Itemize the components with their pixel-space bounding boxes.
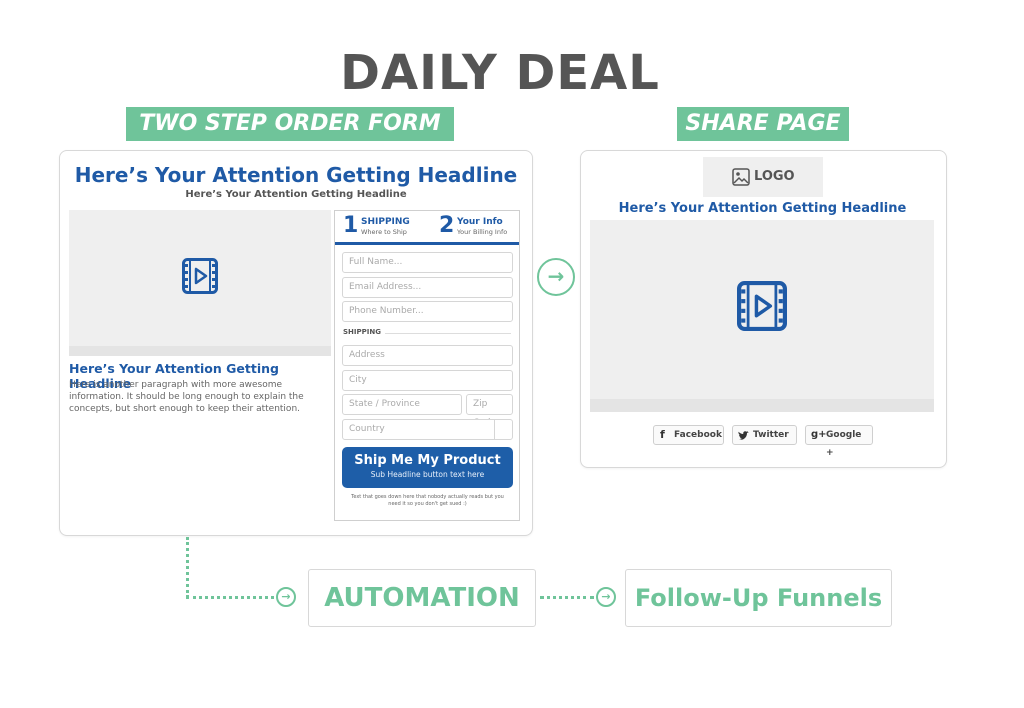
share-video-play-icon[interactable] xyxy=(737,281,787,335)
arrow-right-icon: → xyxy=(596,587,616,607)
shipping-divider xyxy=(385,333,511,334)
phone-field[interactable]: Phone Number... xyxy=(342,301,513,322)
image-icon xyxy=(732,168,750,190)
share-video-placeholder[interactable] xyxy=(590,220,934,399)
video-placeholder[interactable] xyxy=(69,210,331,346)
logo-placeholder xyxy=(703,157,823,197)
email-field[interactable]: Email Address... xyxy=(342,277,513,298)
share-page-label: SHARE PAGE xyxy=(677,107,849,141)
connector-to-automation xyxy=(186,596,274,599)
step1-title[interactable]: SHIPPING xyxy=(361,217,410,227)
video-controls-bar[interactable] xyxy=(69,346,331,356)
google-plus-label: Google + xyxy=(826,430,862,458)
step2-title[interactable]: Your Info xyxy=(457,217,503,227)
shipping-section-label: SHIPPING xyxy=(343,328,381,336)
full-name-field[interactable]: Full Name... xyxy=(342,252,513,273)
twitter-label: Twitter xyxy=(753,430,789,440)
country-select[interactable]: Country xyxy=(342,419,513,440)
fine-print: Text that goes down here that nobody act… xyxy=(351,494,504,507)
google-plus-icon: g+ xyxy=(811,429,827,440)
facebook-label: Facebook xyxy=(674,430,722,440)
step1-subtitle: Where to Ship xyxy=(361,228,407,236)
twitter-icon xyxy=(738,430,749,448)
ship-button-subtitle[interactable]: Sub Headline button text here xyxy=(370,470,485,479)
connector-vertical xyxy=(186,537,189,598)
content-paragraph: Here is another paragraph with more awes… xyxy=(69,380,304,414)
order-headline: Here’s Your Attention Getting Headline xyxy=(74,163,518,187)
facebook-share-button[interactable]: f Facebook xyxy=(653,425,724,445)
order-subheadline: Here’s Your Attention Getting Headline xyxy=(185,189,407,200)
address-field[interactable]: Address xyxy=(342,345,513,366)
city-field[interactable]: City xyxy=(342,370,513,391)
google-plus-share-button[interactable]: g+ Google + xyxy=(805,425,873,458)
zip-field[interactable]: Zip Code xyxy=(466,394,513,428)
two-step-order-form-label: TWO STEP ORDER FORM xyxy=(126,107,454,141)
ship-product-button[interactable] xyxy=(342,447,513,488)
video-play-icon[interactable] xyxy=(182,258,218,298)
country-select-divider xyxy=(494,420,495,439)
facebook-icon: f xyxy=(660,428,665,441)
step1-number: 1 xyxy=(343,213,359,238)
step2-subtitle: Your Billing Info xyxy=(457,228,508,236)
state-field[interactable]: State / Province xyxy=(342,394,462,415)
content-headline: Here’s Your Attention Getting Headline xyxy=(69,361,279,391)
share-headline: Here’s Your Attention Getting Headline xyxy=(618,201,907,216)
step2-number: 2 xyxy=(439,213,455,238)
connector-to-followup xyxy=(540,596,594,599)
arrow-right-icon: → xyxy=(537,258,575,296)
automation-box: AUTOMATION xyxy=(308,569,536,627)
twitter-share-button[interactable]: Twitter xyxy=(732,425,797,445)
arrow-right-icon: → xyxy=(276,587,296,607)
page-title: DAILY DEAL xyxy=(340,45,660,101)
share-video-controls-bar[interactable] xyxy=(590,399,934,412)
ship-button-title[interactable]: Ship Me My Product xyxy=(354,453,501,468)
logo-text: LOGO xyxy=(754,169,795,184)
followup-funnels-box: Follow-Up Funnels xyxy=(625,569,892,627)
step-progress-bar xyxy=(335,242,519,245)
